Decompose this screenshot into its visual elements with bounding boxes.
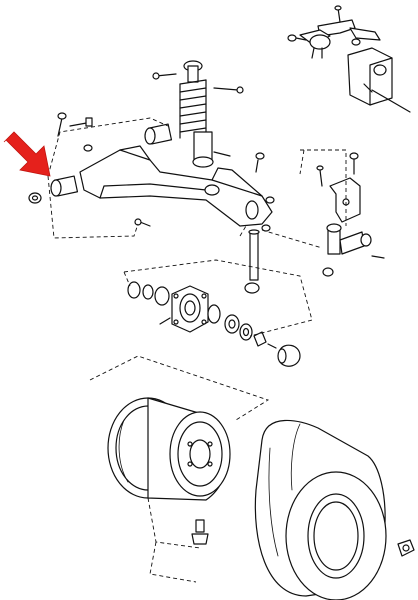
red-arrow-pointing-at-bushing <box>3 131 51 177</box>
wheel-rim-icon <box>107 397 231 501</box>
upper-bolt-icon <box>57 112 93 137</box>
spindle-bracket-icon <box>316 152 385 277</box>
dust-cap-icon <box>277 344 301 367</box>
leader-lines <box>47 117 347 583</box>
hub-assembly-icon <box>127 281 221 333</box>
tire-icon <box>254 419 387 600</box>
lug-nut-icon <box>397 539 415 557</box>
steering-bracket-icon <box>347 47 411 113</box>
a-arm-icon <box>79 144 275 232</box>
king-pin-icon <box>244 229 260 294</box>
bearing-icon <box>224 314 277 349</box>
shock-absorber-icon <box>152 60 244 168</box>
valve-stem-icon <box>191 519 209 545</box>
steering-link-icon <box>287 5 381 59</box>
control-arm-bushing-icon <box>28 123 173 204</box>
